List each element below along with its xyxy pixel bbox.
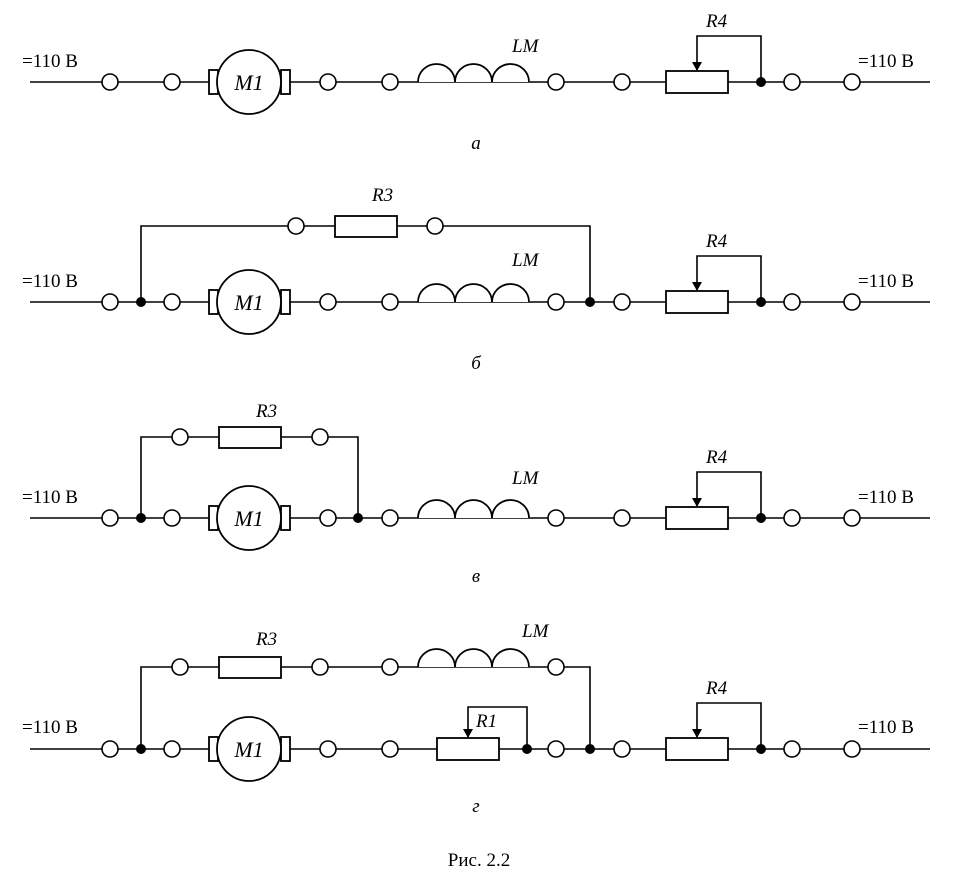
motor-label: M1: [233, 70, 263, 95]
motor-m1: M1: [208, 269, 291, 335]
diagram-caption: б: [471, 353, 482, 374]
motor-label: M1: [233, 506, 263, 531]
r4-label: R4: [705, 11, 728, 32]
motor-label: M1: [233, 737, 263, 762]
terminal: [613, 293, 631, 311]
terminal: [381, 740, 399, 758]
terminal: [101, 740, 119, 758]
r1-label: R1: [475, 711, 497, 732]
motor-m1: M1: [208, 49, 291, 115]
terminal: [101, 293, 119, 311]
terminal: [101, 509, 119, 527]
terminal: [783, 740, 801, 758]
terminal: [163, 509, 181, 527]
terminal: [613, 740, 631, 758]
r4-label: R4: [705, 678, 728, 699]
terminal: [101, 73, 119, 91]
inductor-label: LM: [511, 250, 540, 271]
diagram-g: =110 В =110 В R3 LM M1: [22, 621, 930, 817]
terminal: [783, 73, 801, 91]
terminal: [381, 509, 399, 527]
terminal: [381, 658, 399, 676]
r3-label: R3: [255, 629, 277, 650]
terminal: [613, 73, 631, 91]
terminal: [381, 293, 399, 311]
resistor-r3: R3: [218, 401, 282, 449]
terminal: [547, 293, 565, 311]
diagram-caption: в: [472, 566, 480, 587]
terminal: [311, 428, 329, 446]
rheostat-r4: R4: [665, 231, 766, 314]
r4-label: R4: [705, 231, 728, 252]
motor-m1: M1: [208, 485, 291, 551]
diagram-caption: г: [472, 796, 479, 817]
terminal: [319, 293, 337, 311]
terminal: [171, 658, 189, 676]
diagram-caption: а: [471, 133, 481, 154]
supply-label-left: =110 В: [22, 717, 78, 738]
terminal: [843, 73, 861, 91]
supply-label-left: =110 В: [22, 51, 78, 72]
terminal: [547, 73, 565, 91]
motor-m1: M1: [208, 716, 291, 782]
supply-label-left: =110 В: [22, 271, 78, 292]
supply-label-right: =110 В: [858, 487, 914, 508]
diagram-a: =110 В =110 В M1 LM R4 а: [22, 11, 930, 154]
terminal: [547, 740, 565, 758]
inductor-lm: LM: [417, 36, 540, 83]
rheostat-r1: R1: [436, 706, 532, 761]
r3-label: R3: [371, 185, 393, 206]
r3-label: R3: [255, 401, 277, 422]
rheostat-r4: R4: [665, 447, 766, 530]
r4-label: R4: [705, 447, 728, 468]
inductor-label: LM: [511, 36, 540, 57]
terminal: [426, 217, 444, 235]
terminal: [843, 509, 861, 527]
resistor-r3: R3: [218, 629, 282, 679]
inductor-lm: LM: [417, 468, 540, 519]
terminal: [843, 293, 861, 311]
terminal: [163, 740, 181, 758]
diagram-v: =110 В =110 В R3 M1 LM: [22, 401, 930, 587]
terminal: [311, 658, 329, 676]
supply-label-right: =110 В: [858, 51, 914, 72]
rheostat-r4: R4: [665, 678, 766, 761]
terminal: [319, 509, 337, 527]
inductor-lm: LM: [417, 250, 540, 303]
motor-label: M1: [233, 290, 263, 315]
figure-caption: Рис. 2.2: [448, 850, 510, 871]
rheostat-r4: R4: [665, 11, 766, 94]
supply-label-left: =110 В: [22, 487, 78, 508]
terminal: [843, 740, 861, 758]
supply-label-right: =110 В: [858, 717, 914, 738]
terminal: [163, 293, 181, 311]
terminal: [319, 740, 337, 758]
terminal: [613, 509, 631, 527]
terminal: [381, 73, 399, 91]
resistor-r3: R3: [334, 185, 398, 238]
terminal: [171, 428, 189, 446]
terminal: [287, 217, 305, 235]
diagram-b: =110 В =110 В R3 M1 LM: [22, 185, 930, 374]
terminal: [319, 73, 337, 91]
supply-label-right: =110 В: [858, 271, 914, 292]
terminal: [783, 293, 801, 311]
inductor-label: LM: [521, 621, 550, 642]
inductor-label: LM: [511, 468, 540, 489]
terminal: [163, 73, 181, 91]
terminal: [547, 658, 565, 676]
terminal: [783, 509, 801, 527]
inductor-lm: LM: [417, 621, 550, 668]
terminal: [547, 509, 565, 527]
